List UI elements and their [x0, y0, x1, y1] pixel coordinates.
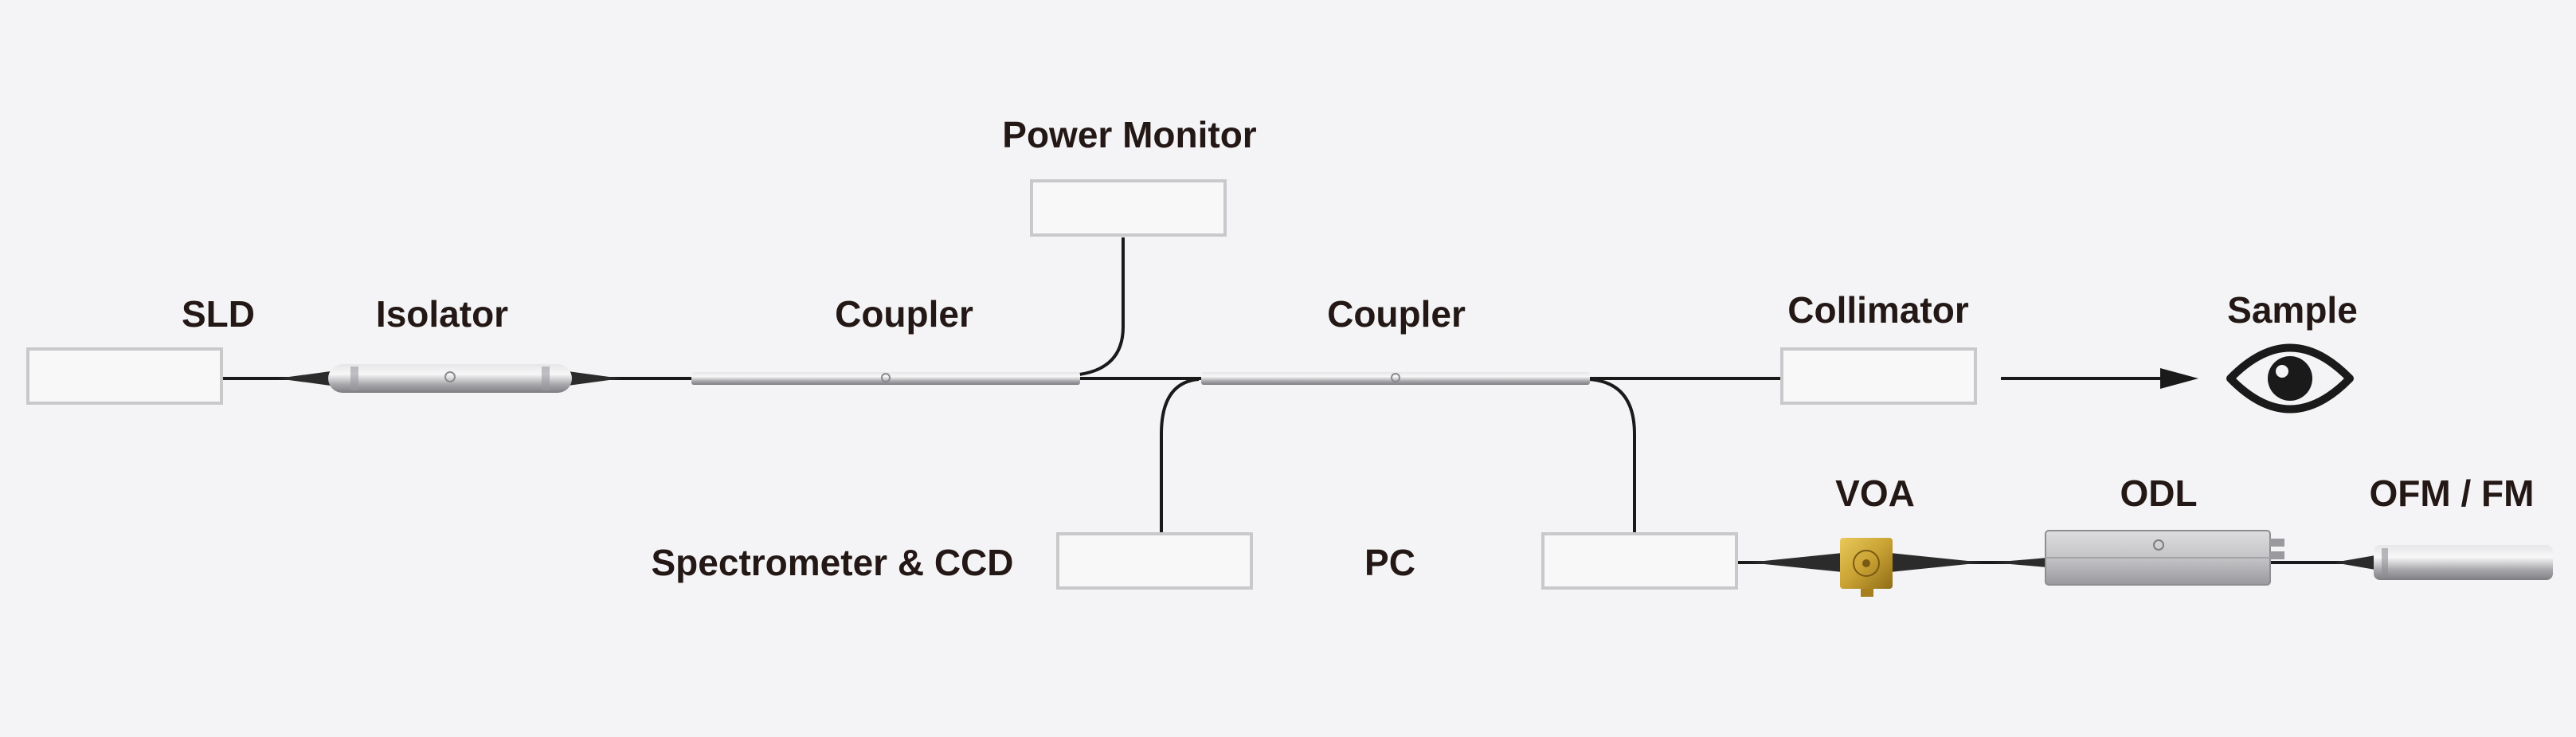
arrow-right-icon: [2001, 368, 2198, 389]
pc-box: [1541, 532, 1738, 590]
coupler-1-component: [691, 372, 1080, 385]
fiber-lines: [223, 237, 2390, 564]
collimator-box: [1780, 347, 1977, 405]
spectrometer-box: [1056, 532, 1253, 590]
voa-label: VOA: [1835, 472, 1915, 514]
sample-label: Sample: [2227, 289, 2358, 331]
odl-label: ODL: [2120, 472, 2197, 514]
power-monitor-label: Power Monitor: [1002, 114, 1257, 155]
fiber-to-spectrometer: [1160, 378, 1200, 534]
coupler-1-label: Coupler: [835, 293, 973, 335]
coupler-2-component: [1201, 372, 1590, 385]
ofm-fm-component: [2334, 545, 2553, 580]
sld-label: SLD: [182, 293, 255, 335]
power-monitor-box: [1030, 179, 1227, 237]
spectrometer-label: Spectrometer & CCD: [652, 542, 1014, 583]
eye-icon: [2226, 343, 2354, 414]
ofm-fm-label: OFM / FM: [2370, 472, 2535, 514]
fiber-to-power-monitor: [1079, 237, 1125, 376]
voa-component: [1748, 538, 1983, 597]
odl-component: [1991, 530, 2284, 586]
isolator-component: [277, 364, 621, 393]
isolator-label: Isolator: [376, 293, 508, 335]
collimator-label: Collimator: [1787, 289, 1969, 331]
fiber-to-pc: [1588, 378, 1636, 534]
pc-label: PC: [1364, 542, 1415, 583]
coupler-2-label: Coupler: [1327, 293, 1466, 335]
sld-box: [26, 347, 223, 405]
